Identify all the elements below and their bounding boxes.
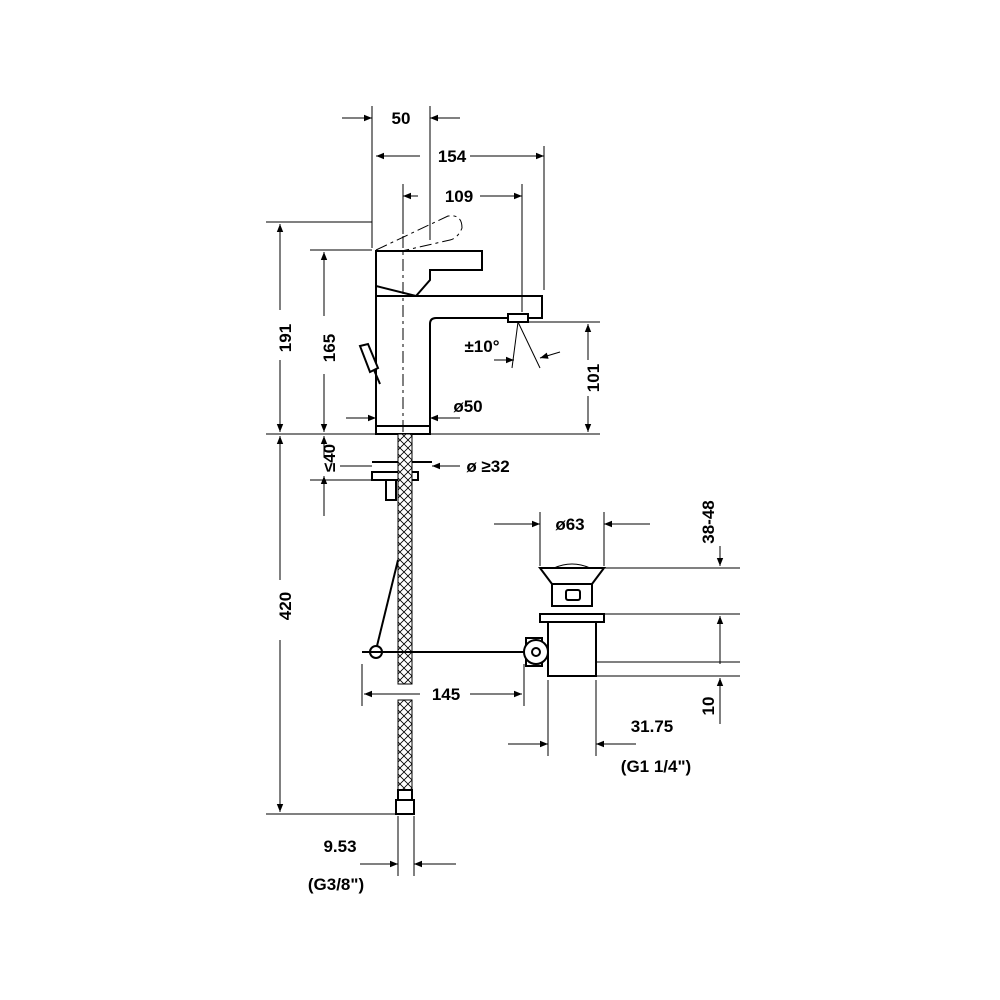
dim-109: 109 [445,187,473,206]
dimension-labels: 50 154 109 191 165 ±10° 101 ø50 ≤40 ø ≥3… [276,109,718,894]
dimension-lines [266,106,740,876]
dim-g3-8: (G3/8") [308,875,364,894]
dim-165: 165 [320,334,339,362]
dim-g1-1-4: (G1 1/4") [621,757,691,776]
dim-10: 10 [699,697,718,716]
popup-rod [373,369,381,385]
popup-cable [375,559,399,651]
drain-nut [539,613,605,623]
dim-dia32: ø ≥32 [466,457,509,476]
dim-420: 420 [276,592,295,620]
dim-dia50: ø50 [453,397,482,416]
drain-overflow-slot [565,589,581,601]
lever-raised-outline [375,215,463,257]
drain-assembly [523,563,606,677]
hose-connector-nut [397,789,413,801]
dim-dia63: ø63 [555,515,584,534]
dim-31-75: 31.75 [631,717,674,736]
dim-9-53: 9.53 [323,837,356,856]
dim-40: ≤40 [320,444,339,472]
popup-rod-knob [358,342,380,374]
dim-50: 50 [392,109,411,128]
supply-hose-upper [397,433,413,685]
under-counter-assembly [362,433,526,815]
drain-cap [538,567,606,585]
dim-38-48: 38-48 [699,500,718,543]
dim-angle: ±10° [464,337,499,356]
lever-handle [375,250,483,298]
aerator [507,313,529,323]
dim-101: 101 [584,364,603,392]
dim-145: 145 [432,685,460,704]
faucet-body [358,215,543,440]
popup-rod-sleeve [385,479,397,501]
drain-body [547,621,597,677]
hose-connector [395,799,415,815]
dim-191: 191 [276,324,295,352]
drain-cap-dome [553,563,591,569]
drain-pivot-ball [531,647,541,657]
supply-hose-lower [397,699,413,791]
dim-154: 154 [438,147,467,166]
